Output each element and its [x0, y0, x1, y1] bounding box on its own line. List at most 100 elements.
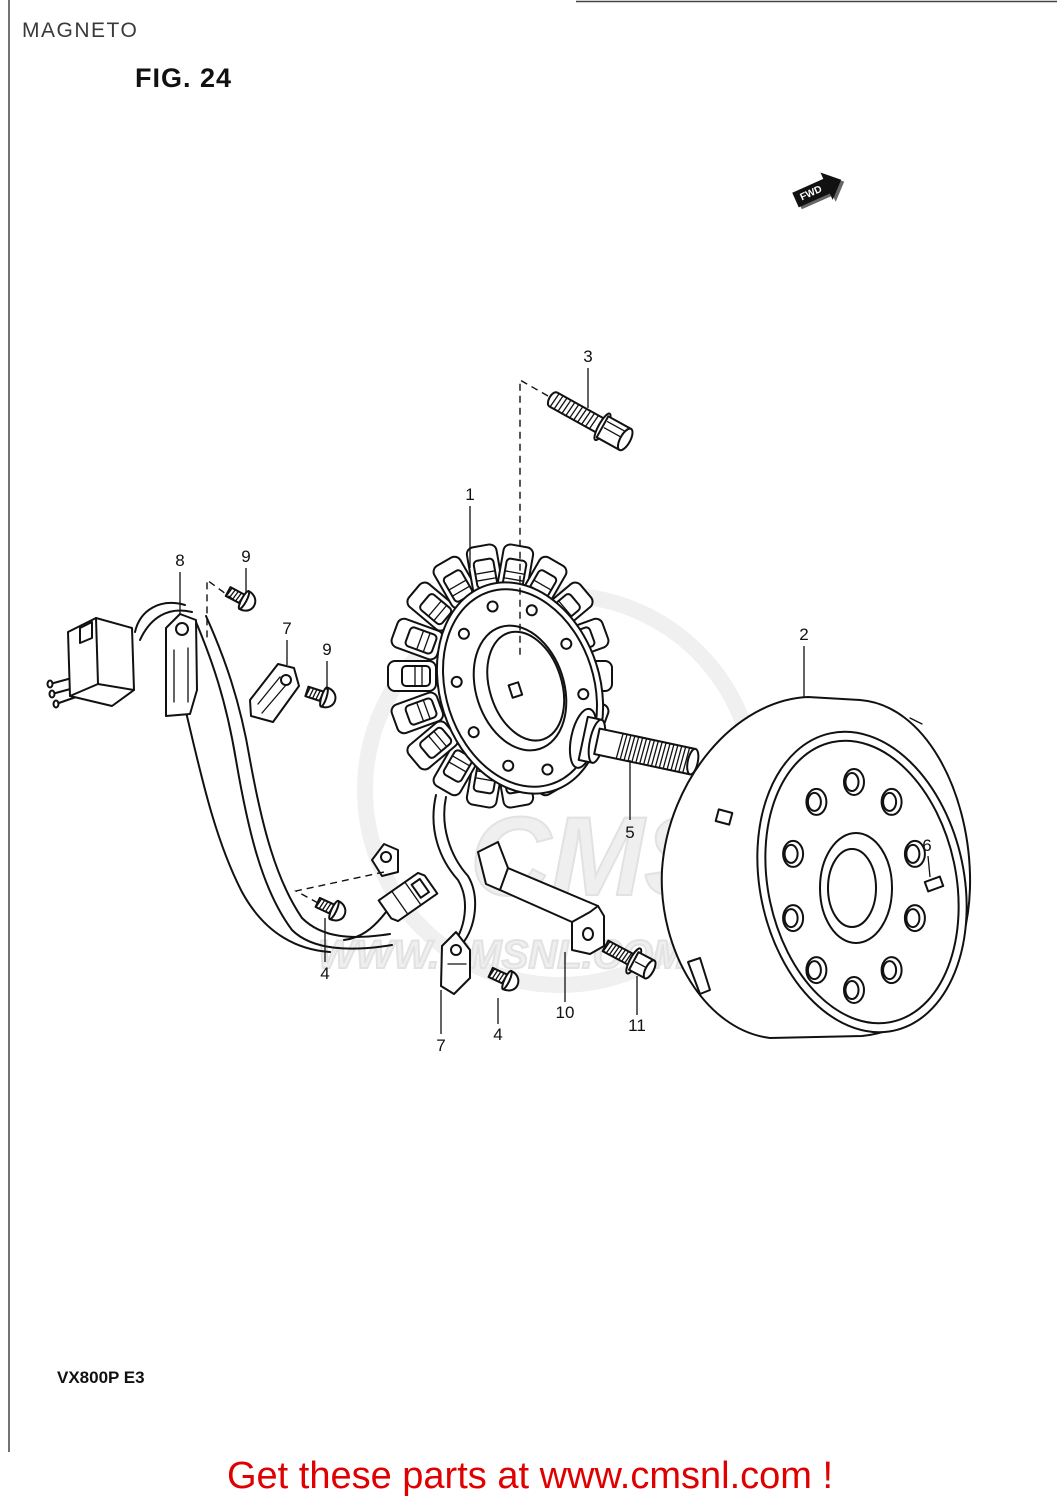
callout-10: 10	[556, 1003, 575, 1022]
thread-line	[670, 744, 679, 771]
rotor-hole	[843, 976, 865, 1004]
coil-line	[427, 600, 442, 617]
callout-7: 7	[436, 1036, 445, 1055]
stator-coil	[387, 660, 437, 692]
thread-line	[234, 592, 243, 602]
rotor-hole-inner	[905, 843, 921, 864]
clamp-part-7	[249, 663, 300, 723]
thread-line	[619, 733, 628, 761]
parts-link-text[interactable]: Get these parts at www.cmsnl.com !	[227, 1455, 833, 1497]
pickup-wire	[343, 911, 387, 941]
coil-line	[451, 585, 471, 597]
thread-line	[491, 969, 499, 980]
bracket-part-10	[477, 841, 605, 955]
stator-bore-notch	[507, 681, 524, 699]
thread-line	[623, 734, 632, 761]
pickup-tab-hole	[380, 851, 392, 863]
coil-winding	[404, 626, 438, 655]
stator-coil	[406, 720, 459, 771]
coil-line	[433, 604, 448, 622]
thread-line	[549, 392, 560, 408]
callout-3: 3	[583, 347, 592, 366]
coil-line	[422, 699, 431, 720]
thread-line	[576, 408, 588, 423]
stator-plate-rim	[442, 588, 598, 788]
callout-6: 6	[922, 836, 931, 855]
thread-line	[324, 902, 332, 913]
rotor-hole	[903, 904, 926, 933]
bracket-slot	[173, 647, 189, 703]
rotor-hole-inner	[783, 843, 799, 864]
stator-bolt-hole	[486, 600, 499, 613]
coil-line	[451, 755, 471, 767]
clamp-slot	[257, 676, 287, 714]
thread-line	[488, 968, 496, 978]
rotor-hole-inner	[806, 960, 822, 981]
screw-part-4	[487, 966, 520, 992]
thread-line	[624, 952, 633, 964]
thread-line	[553, 395, 564, 410]
callout-2: 2	[799, 625, 808, 644]
bolt-part-11	[601, 939, 657, 980]
stator-plate	[435, 581, 605, 795]
callout-4: 4	[320, 964, 329, 983]
thread-line	[315, 689, 321, 701]
callout-5: 5	[625, 823, 634, 842]
pickup-body	[377, 871, 439, 923]
thread-line	[565, 401, 576, 417]
coil-line	[475, 577, 497, 582]
coil-line	[474, 570, 496, 575]
thread-line	[321, 901, 329, 911]
stator-coil	[390, 617, 445, 661]
bracket-hole	[582, 927, 594, 941]
thread-line	[614, 947, 624, 959]
thread-line	[615, 732, 624, 760]
coil-line	[448, 579, 467, 591]
stator-bolt-hole	[502, 759, 515, 772]
rotor-hole	[782, 839, 805, 868]
harness-wire	[195, 621, 393, 950]
thread-line	[602, 940, 611, 953]
thread-line	[631, 736, 640, 763]
thread-line	[580, 410, 592, 426]
rotor-boss-bore	[827, 848, 877, 928]
rotor-hole	[805, 956, 828, 985]
rotor-hole-inner	[882, 960, 898, 981]
key-part-6	[923, 875, 945, 893]
rotor-hole	[782, 904, 805, 933]
harness-wire	[205, 615, 391, 938]
stator-lead-wire	[443, 796, 477, 945]
coil-line	[533, 579, 552, 591]
thread-line	[305, 686, 311, 697]
shaft-end	[686, 747, 700, 776]
assembly-line	[206, 578, 235, 642]
callout-8: 8	[175, 551, 184, 570]
connector-part-8	[46, 613, 198, 717]
rotor-face-lip	[764, 739, 960, 1025]
callout-labels: 3 1 8 9 7 9 2 5 6 4 7 4 10 11	[175, 347, 931, 1055]
thread-line	[621, 950, 630, 962]
stator-bolt-hole	[457, 627, 470, 640]
leader-lines	[179, 368, 931, 1034]
stator-bolt-hole	[577, 688, 590, 701]
thread-line	[627, 735, 636, 762]
rotor-tick	[909, 717, 923, 725]
thread-line	[654, 741, 663, 768]
bracket-hole	[175, 622, 189, 636]
thread-line	[311, 688, 318, 700]
connector-pin-end	[52, 699, 60, 709]
stator-bolt-hole	[450, 675, 463, 688]
thread-line	[642, 738, 652, 766]
thread-line	[611, 945, 621, 958]
thread-line	[494, 971, 502, 981]
stator-bolt-hole	[467, 726, 480, 739]
rotor-hole	[843, 768, 865, 796]
thread-line	[646, 739, 656, 766]
thread-line	[231, 590, 240, 601]
rotor-hole	[880, 787, 903, 816]
screw-part-9	[224, 586, 257, 612]
connector-pin-end	[48, 689, 56, 699]
rotor-side-mark	[714, 808, 734, 826]
thread-line	[573, 406, 584, 421]
